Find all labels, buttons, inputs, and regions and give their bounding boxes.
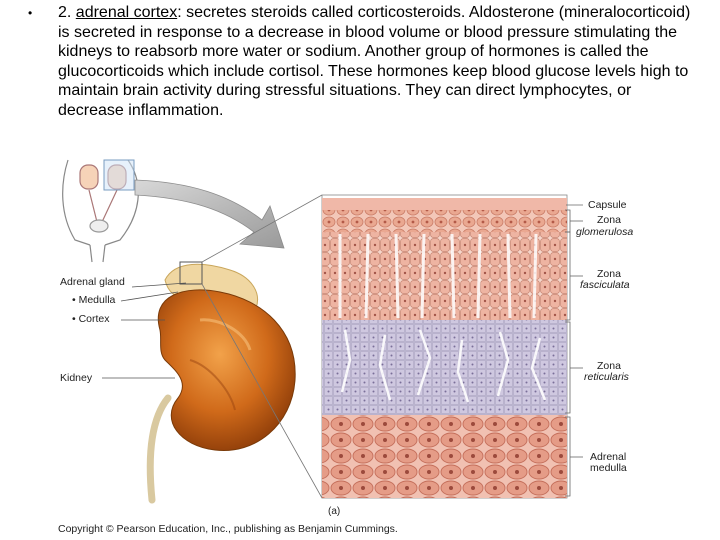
zone-capsule — [322, 198, 567, 210]
panel-letter: (a) — [328, 506, 341, 517]
histology-panel — [321, 194, 568, 499]
label-medulla-1: Adrenal — [590, 451, 627, 463]
inset-highlight-box — [103, 159, 135, 191]
label-adrenal-gland: Adrenal gland — [60, 276, 125, 288]
zone-medulla — [322, 415, 567, 498]
label-fasciculata-1: Zona — [597, 268, 621, 280]
label-medulla: • Medulla — [72, 294, 116, 306]
label-cortex: • Cortex — [72, 313, 110, 325]
label-reticularis-1: Zona — [597, 360, 621, 372]
bullet-body: : secretes steroids called corticosteroi… — [58, 4, 691, 119]
label-capsule: Capsule — [588, 199, 627, 211]
bullet-marker: • — [28, 6, 33, 20]
label-kidney: Kidney — [60, 372, 93, 384]
curved-arrow — [134, 179, 285, 249]
label-medulla-2: medulla — [590, 462, 627, 474]
label-glomerulosa-1: Zona — [597, 214, 621, 226]
kidney-shape — [157, 289, 296, 452]
label-glomerulosa-2: glomerulosa — [576, 226, 634, 238]
zone-reticularis — [322, 320, 567, 415]
ureter — [146, 394, 172, 504]
zone-glomerulosa — [322, 210, 567, 232]
copyright-notice: Copyright © Pearson Education, Inc., pub… — [58, 523, 398, 535]
gland-detail-box — [179, 261, 203, 285]
bullet-text: 2. adrenal cortex: secretes steroids cal… — [58, 3, 698, 121]
label-fasciculata-2: fasciculata — [580, 279, 630, 291]
bullet-term: adrenal cortex — [75, 4, 178, 21]
bullet-prefix: 2. — [58, 4, 76, 21]
zone-fasciculata — [322, 232, 567, 320]
label-reticularis-2: reticularis — [584, 371, 629, 383]
